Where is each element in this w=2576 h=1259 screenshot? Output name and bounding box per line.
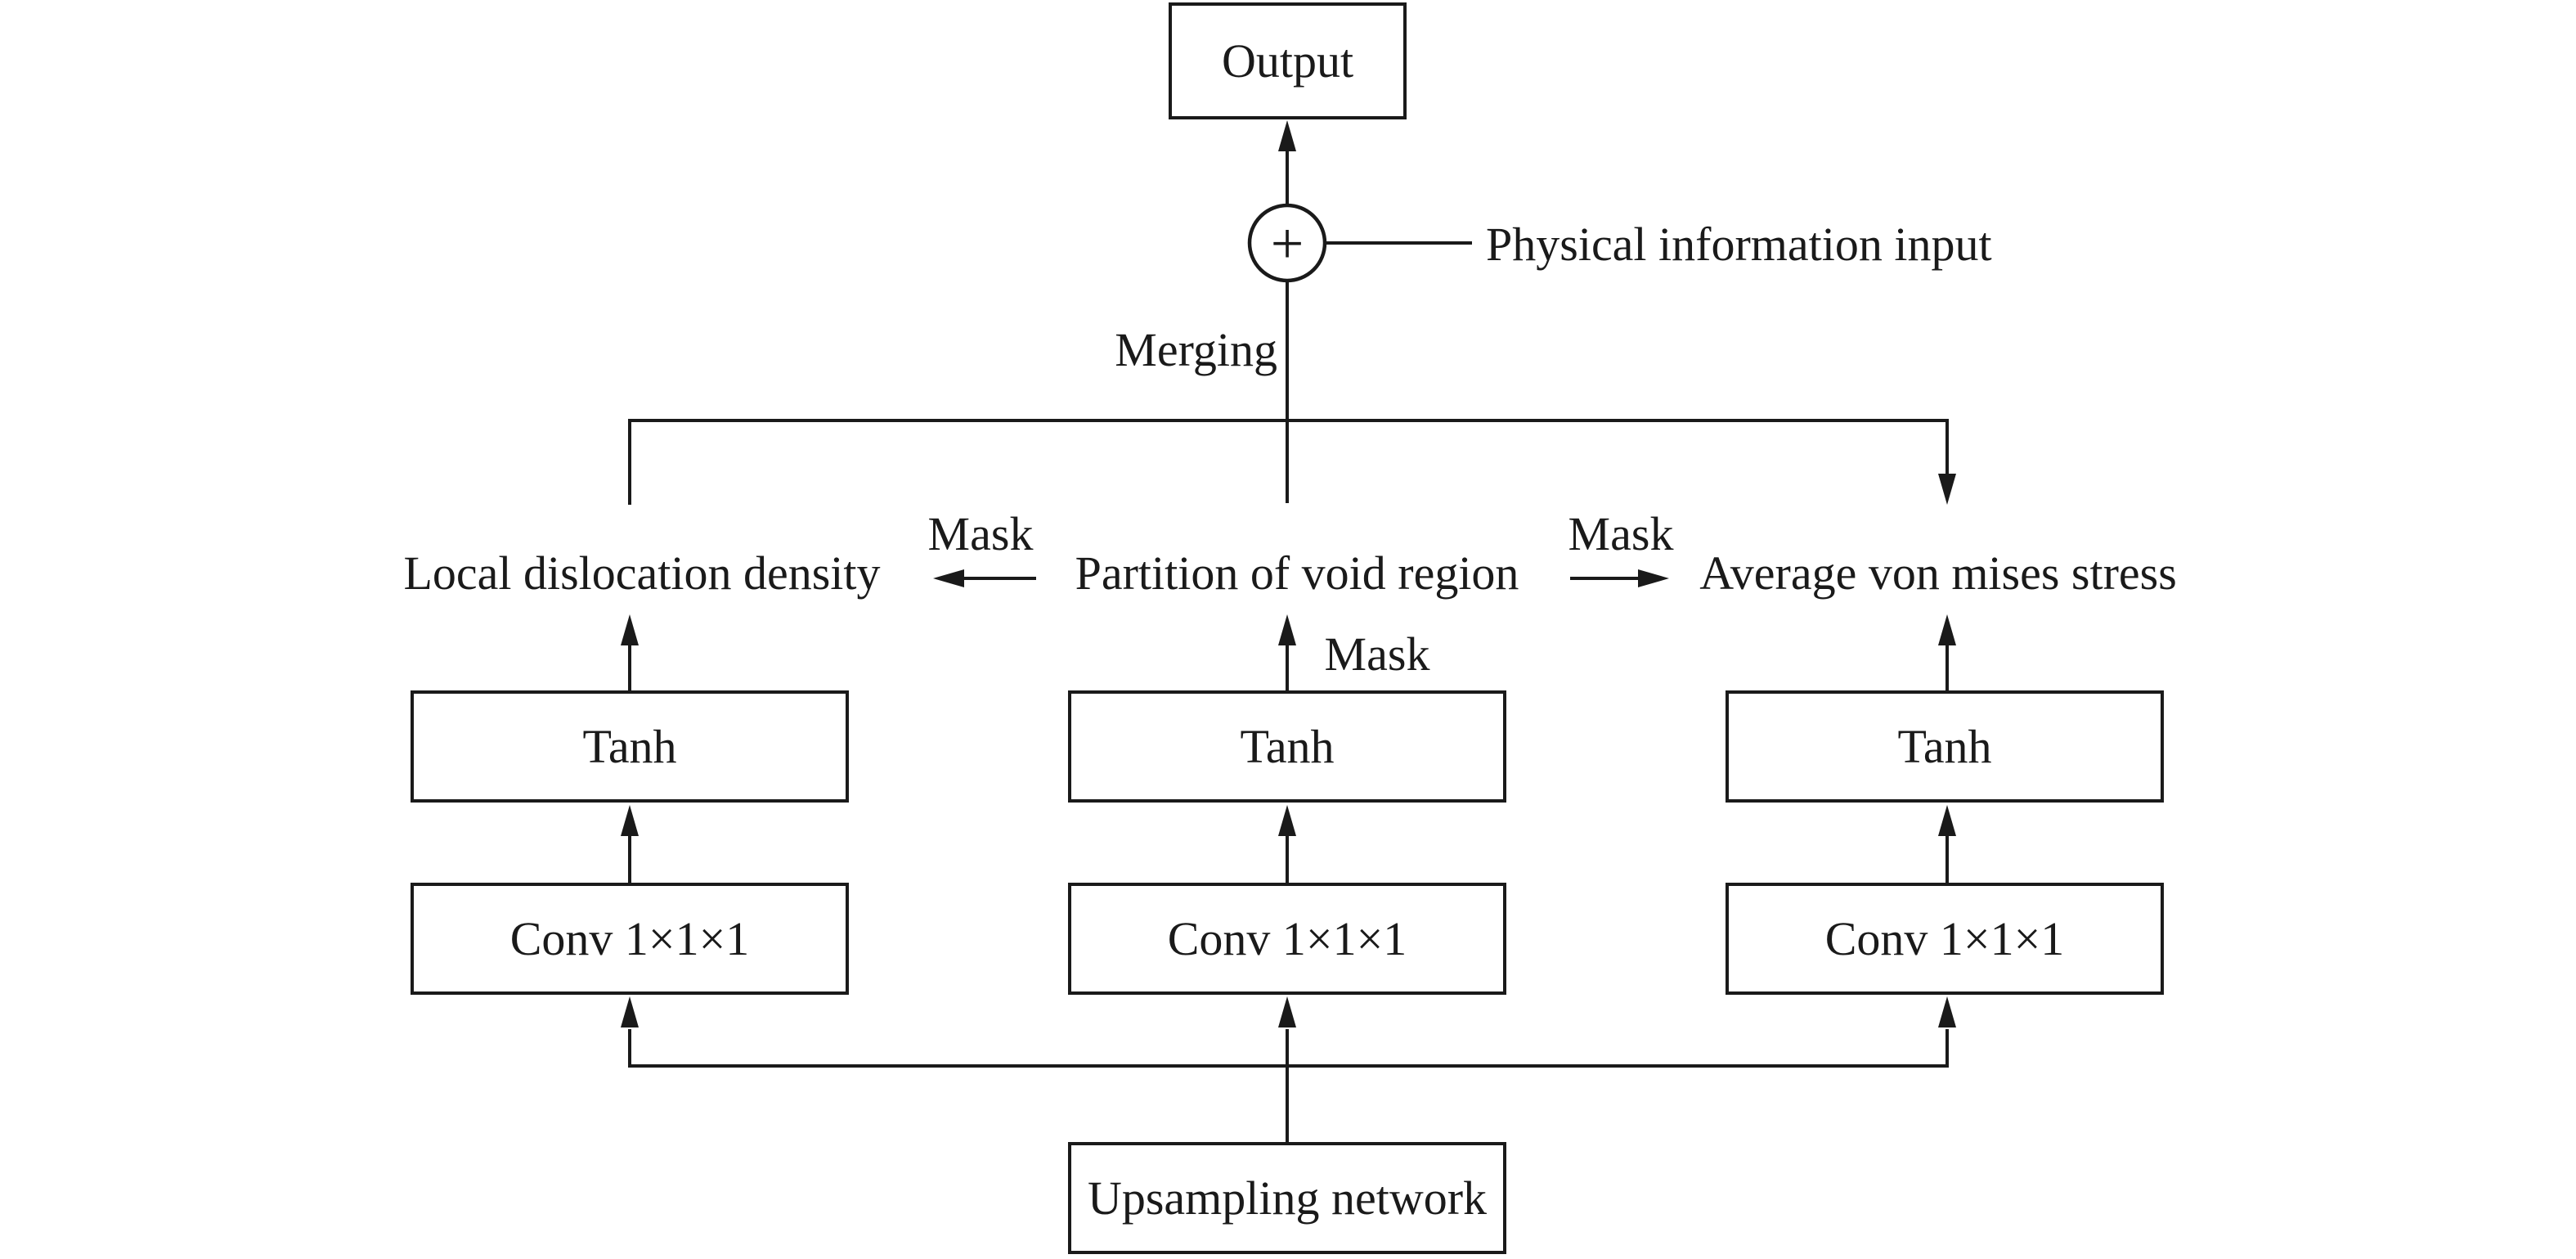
mask-label-left: Mask [927, 507, 1034, 560]
branch-label-local-dislocation-density: Local dislocation density [403, 546, 881, 600]
mask-label-middle: Mask [1324, 627, 1430, 681]
tanh-box-middle: Tanh [1068, 690, 1506, 803]
upsampling-middle-arrowhead [1278, 996, 1296, 1027]
conv-label-left: Conv 1×1×1 [509, 911, 750, 965]
merge-plus-icon: + [1270, 210, 1304, 277]
upsampling-right-arrowhead [1938, 996, 1956, 1027]
conv-box-right: Conv 1×1×1 [1726, 883, 2164, 995]
mask-right-arrowhead [1638, 569, 1669, 587]
upsampling-label: Upsampling network [1087, 1171, 1488, 1225]
upsampling-box: Upsampling network [1068, 1142, 1506, 1254]
conv-left-up-arrowhead [621, 805, 639, 836]
merging-right-arrowhead [1938, 474, 1956, 505]
conv-label-middle: Conv 1×1×1 [1167, 911, 1407, 965]
tanh-label-left: Tanh [582, 719, 677, 773]
merging-label: Merging [1115, 323, 1277, 376]
output-box: Output [1169, 2, 1407, 119]
physical-input-label: Physical information input [1486, 218, 1992, 271]
upsampling-left-arrowhead [621, 996, 639, 1027]
tanh-box-left: Tanh [411, 690, 849, 803]
branch-label-partition-of-void-region: Partition of void region [1075, 546, 1519, 600]
tanh-left-up-arrowhead [621, 614, 639, 645]
mask-label-right: Mask [1568, 507, 1674, 560]
conv-label-right: Conv 1×1×1 [1824, 911, 2065, 965]
branch-label-average-von-mises-stress: Average von mises stress [1699, 546, 2177, 600]
conv-right-up-arrowhead [1938, 805, 1956, 836]
tanh-right-up-arrowhead [1938, 614, 1956, 645]
tanh-middle-up-arrowhead [1278, 614, 1296, 645]
tanh-label-middle: Tanh [1240, 719, 1335, 773]
conv-box-middle: Conv 1×1×1 [1068, 883, 1506, 995]
merge-to-output-arrowhead [1278, 120, 1296, 151]
mask-left-arrowhead [933, 569, 964, 587]
conv-middle-up-arrowhead [1278, 805, 1296, 836]
output-label: Output [1221, 34, 1354, 88]
tanh-box-right: Tanh [1726, 690, 2164, 803]
tanh-label-right: Tanh [1897, 719, 1992, 773]
conv-box-left: Conv 1×1×1 [411, 883, 849, 995]
